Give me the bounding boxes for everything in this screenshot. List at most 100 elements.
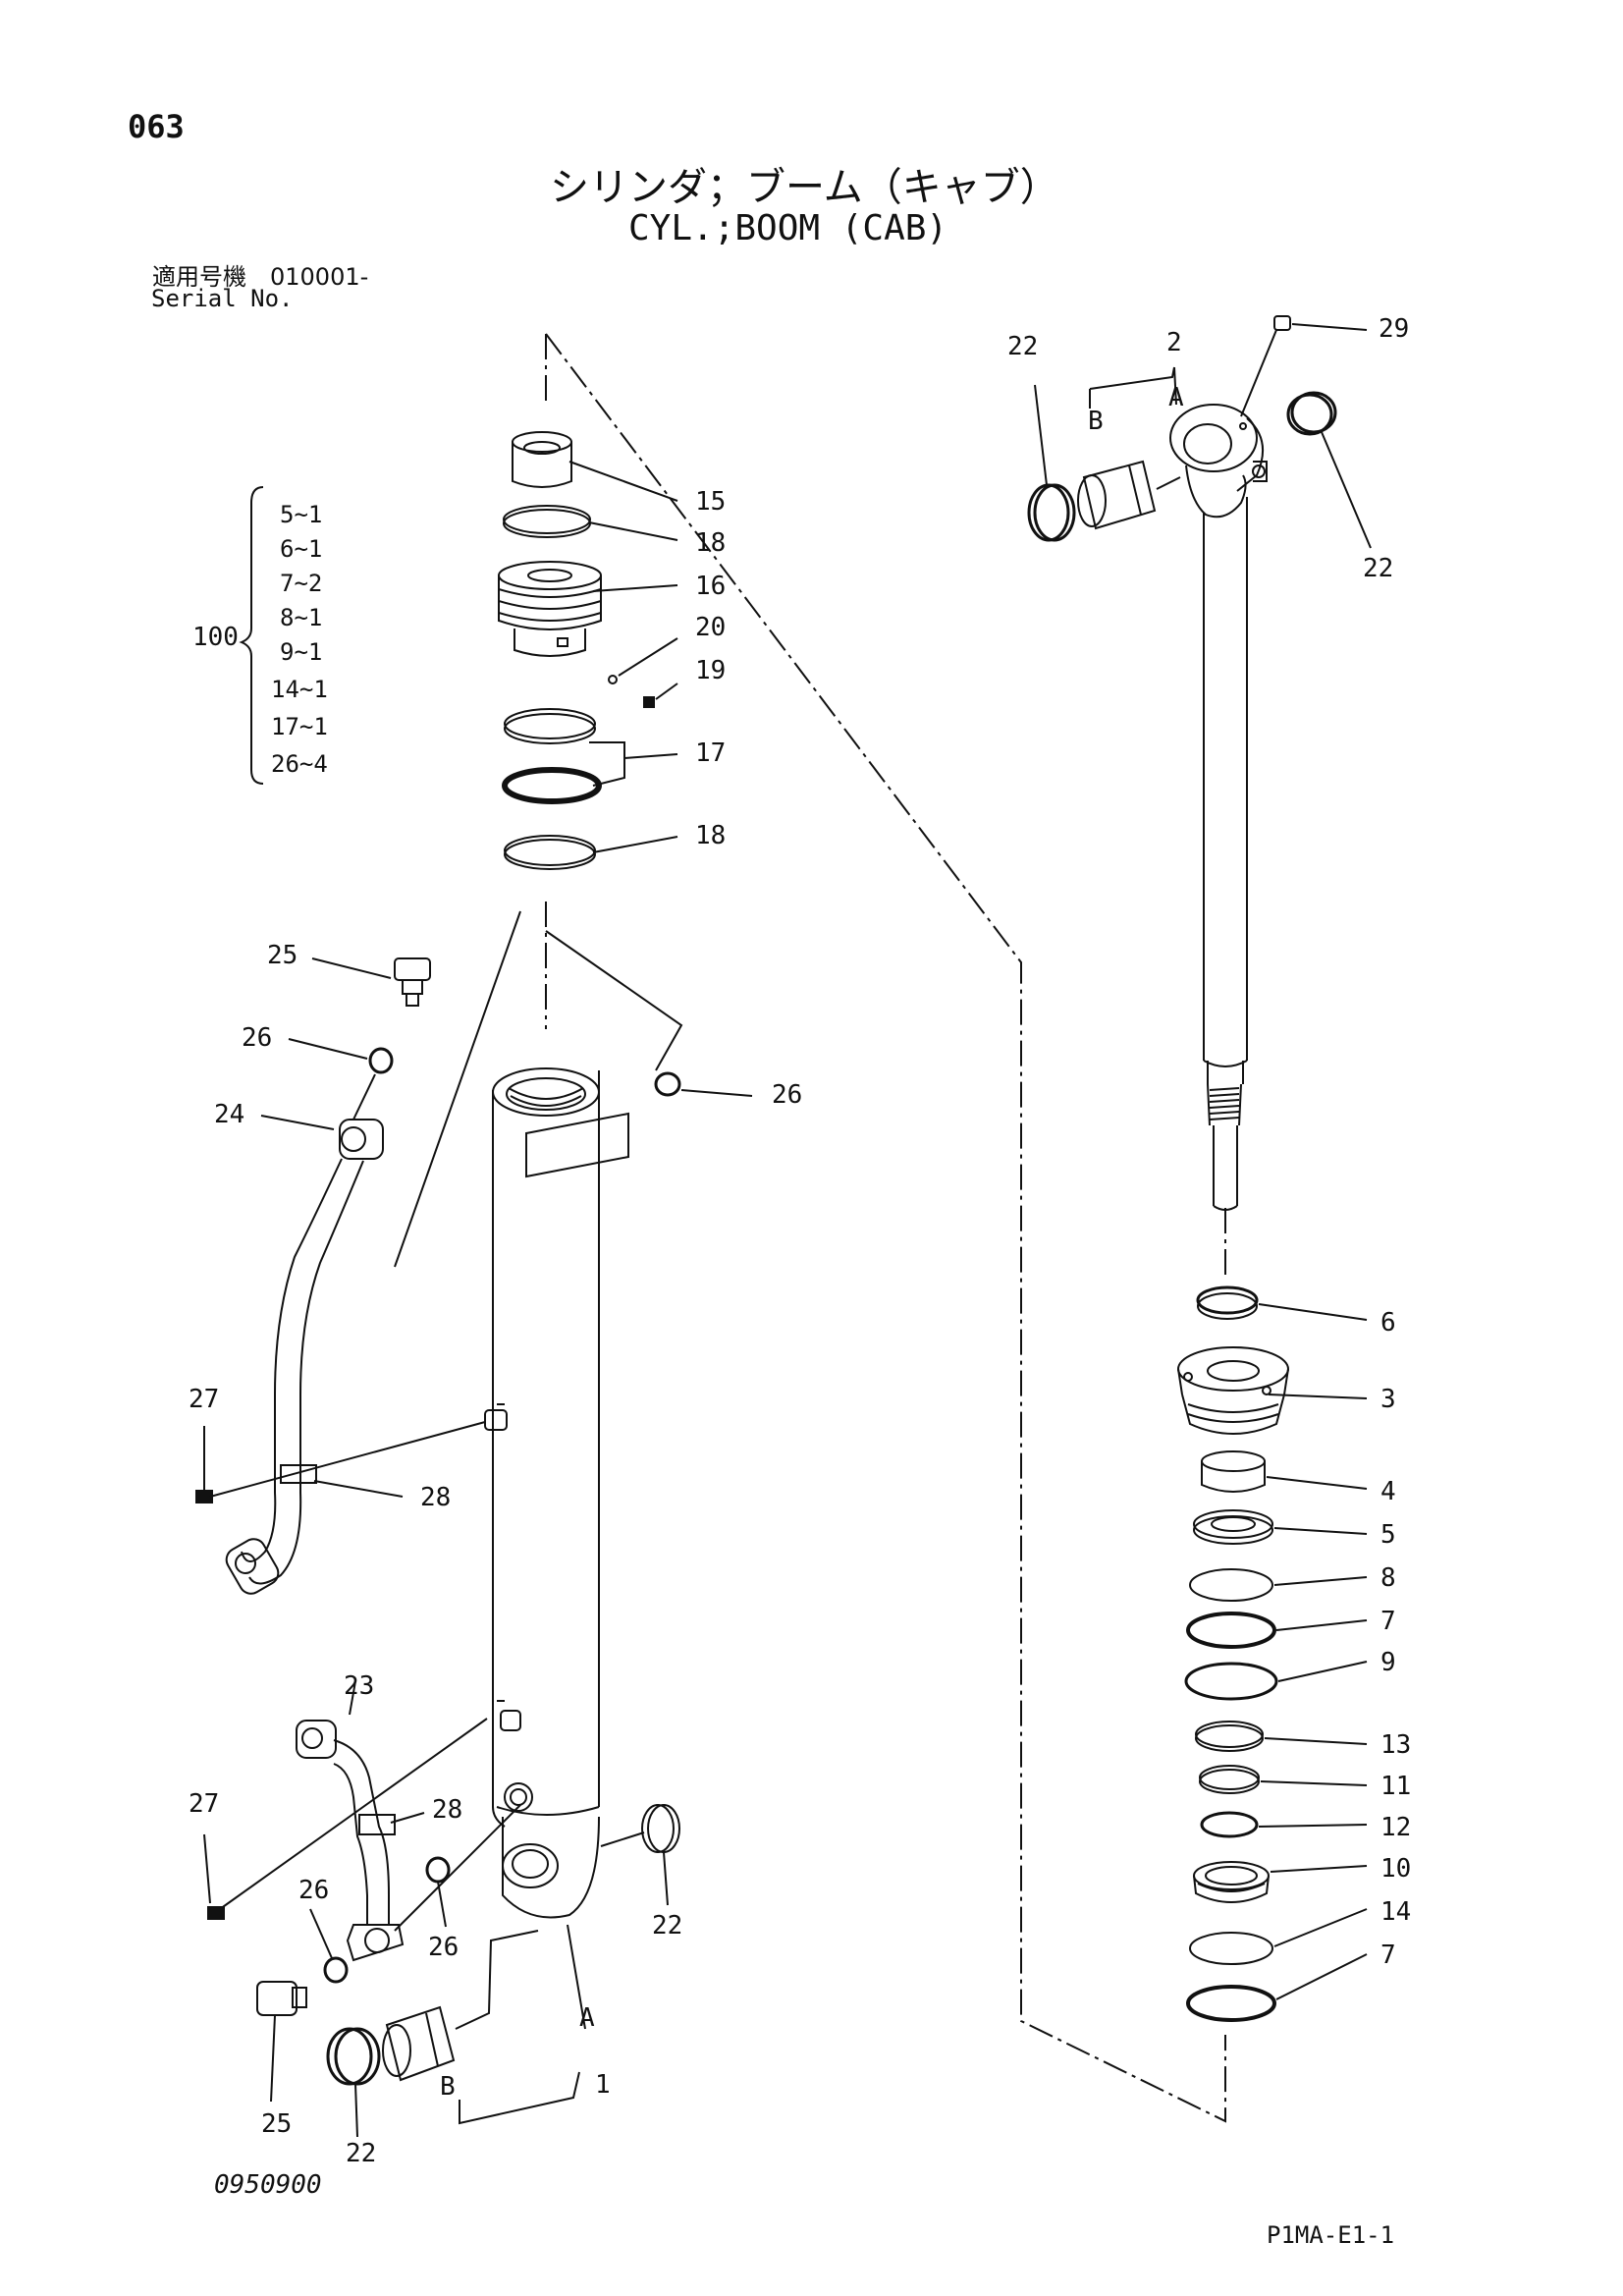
oring-22 xyxy=(1286,393,1333,436)
oring-22 xyxy=(334,2027,381,2086)
leader xyxy=(1273,1527,1368,1535)
part-label-22: 22 xyxy=(1007,332,1039,361)
kit-item: 6~1 xyxy=(280,535,323,563)
leader xyxy=(1291,323,1368,331)
ring-18 xyxy=(504,839,596,870)
leader xyxy=(1273,1908,1368,1947)
bushing-4 xyxy=(1201,1450,1266,1493)
leader xyxy=(1240,329,1277,417)
rod-2 xyxy=(1169,404,1268,1211)
bolt-line xyxy=(209,1421,486,1498)
kit-item: 9~1 xyxy=(280,638,323,666)
leader xyxy=(1264,1737,1368,1745)
title-english: CYL.;BOOM (CAB) xyxy=(628,208,948,248)
ring-17 xyxy=(504,708,596,739)
leader xyxy=(437,1881,447,1928)
serial-label-japanese: 適用号機 010001- xyxy=(152,263,369,291)
part-label-9: 9 xyxy=(1380,1648,1396,1677)
leader xyxy=(288,1038,368,1060)
bolt-line xyxy=(219,1718,488,1910)
part-label-20: 20 xyxy=(695,613,727,642)
ring-6 xyxy=(1197,1292,1258,1320)
ring-18 xyxy=(503,505,591,534)
leader xyxy=(1034,384,1048,486)
plug-25 xyxy=(256,1981,307,2016)
ring-12 xyxy=(1200,1811,1259,1838)
leader xyxy=(680,1089,753,1097)
leader xyxy=(394,1804,521,1932)
piston-16 xyxy=(498,561,602,657)
leader xyxy=(270,2014,276,2103)
ring-11 xyxy=(1199,1769,1260,1794)
kit-item: 7~2 xyxy=(280,570,323,597)
leader xyxy=(354,2083,358,2138)
part-label-7: 7 xyxy=(1380,1941,1396,1970)
seal-10 xyxy=(1193,1861,1270,1903)
leader xyxy=(1089,366,1175,409)
kit-item: 17~1 xyxy=(271,713,328,740)
oring-26 xyxy=(654,1071,681,1097)
set-screw-19 xyxy=(643,696,655,708)
boss-28 xyxy=(484,1409,521,1731)
leader xyxy=(1321,431,1372,549)
kit-item: 5~1 xyxy=(280,501,323,528)
part-label-29: 29 xyxy=(1379,314,1410,344)
leader xyxy=(600,1831,645,1847)
leader xyxy=(390,1812,425,1824)
leader xyxy=(1266,1476,1368,1490)
part-label-25: 25 xyxy=(267,941,298,970)
ring-8 xyxy=(1189,1568,1273,1602)
oring-22 xyxy=(641,1804,675,1853)
part-label-6: 6 xyxy=(1380,1308,1396,1338)
part-label-18: 18 xyxy=(695,821,727,850)
oring-22 xyxy=(1027,483,1070,542)
cylinder-tube-1 xyxy=(492,1067,629,1919)
leader xyxy=(1173,366,1177,406)
leader xyxy=(618,637,678,677)
part-label-26: 26 xyxy=(772,1080,803,1110)
leader xyxy=(663,1851,669,1906)
ring-13 xyxy=(1195,1721,1264,1748)
leader xyxy=(588,521,678,541)
part-label-22: 22 xyxy=(1363,554,1394,583)
kit-item: 14~1 xyxy=(271,676,328,703)
part-label-26: 26 xyxy=(242,1023,273,1053)
oring-7 xyxy=(1186,1612,1276,1649)
part-label-A: A xyxy=(1168,383,1184,412)
part-label-11: 11 xyxy=(1380,1772,1412,1801)
sheet-code: P1MA-E1-1 xyxy=(1267,2221,1395,2249)
ring-9 xyxy=(1184,1662,1278,1701)
leader xyxy=(592,584,678,592)
leader xyxy=(1258,1303,1368,1321)
ring-13 xyxy=(1195,1724,1264,1752)
oring-26 xyxy=(323,1956,349,1984)
bushing-B xyxy=(1077,460,1157,530)
bolt-27 xyxy=(207,1906,225,1920)
leader xyxy=(655,683,678,700)
oring-26 xyxy=(425,1856,451,1884)
part-label-8: 8 xyxy=(1380,1563,1396,1593)
seal-5 xyxy=(1211,1516,1256,1532)
leader xyxy=(1156,476,1181,490)
part-label-16: 16 xyxy=(695,572,727,601)
part-label-28: 28 xyxy=(420,1483,452,1512)
hose-guide xyxy=(545,930,683,1071)
serial-label-english: Serial No. xyxy=(151,285,294,312)
leader xyxy=(567,1924,586,2030)
bolt-27 xyxy=(195,1490,213,1503)
part-label-26: 26 xyxy=(428,1933,460,1962)
ring-14 xyxy=(1189,1932,1273,1965)
part-label-27: 27 xyxy=(189,1385,220,1414)
leader xyxy=(203,1833,211,1904)
kit-item: 8~1 xyxy=(280,604,323,631)
leader xyxy=(260,1115,335,1130)
part-label-2: 2 xyxy=(1166,328,1182,357)
leader xyxy=(592,836,678,853)
part-label-17: 17 xyxy=(695,738,727,768)
oring-22 xyxy=(647,1804,680,1853)
part-label-19: 19 xyxy=(695,656,727,685)
leader xyxy=(1277,1661,1368,1682)
pipe-24 xyxy=(225,1119,384,1595)
ring-6 xyxy=(1196,1285,1259,1315)
part-label-24: 24 xyxy=(214,1100,245,1129)
